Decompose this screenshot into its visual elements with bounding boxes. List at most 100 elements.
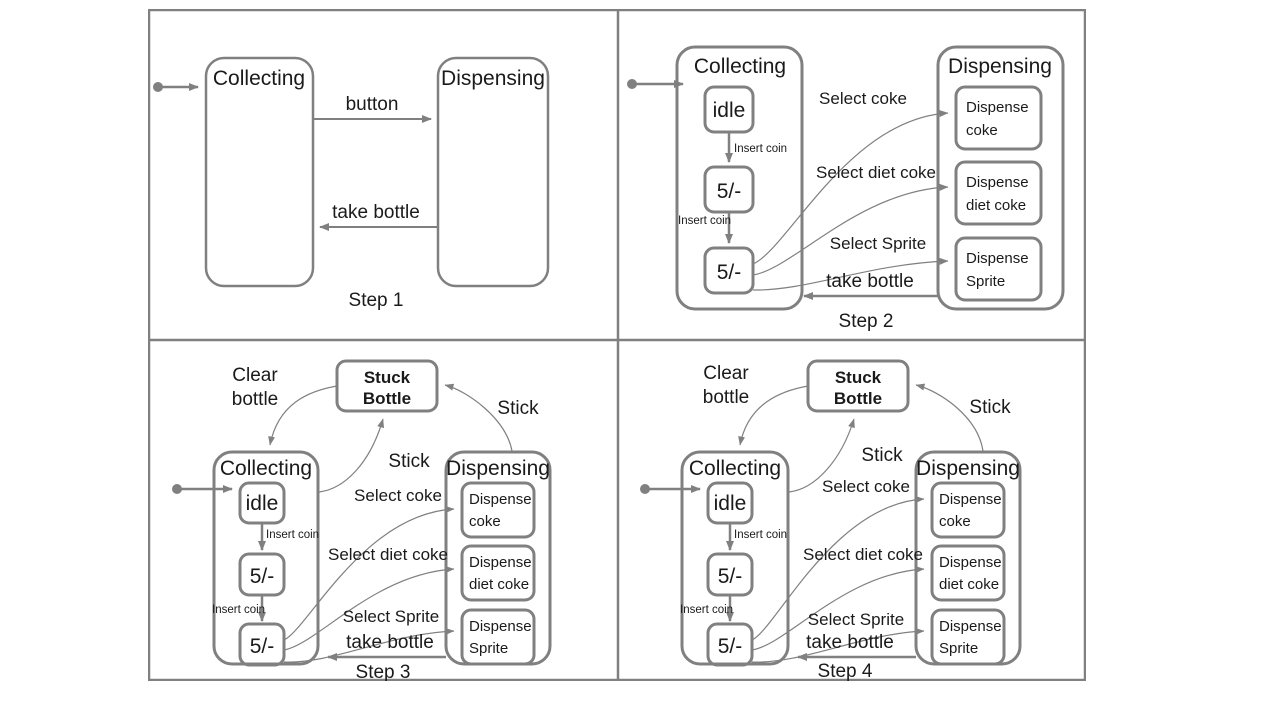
substate-dispense-coke-step3[interactable] [460,481,536,539]
transition-select-sprite-label-step3: Select Sprite [343,607,439,626]
substate-dispense-diet-coke-label2-step3: diet coke [469,576,529,593]
substate-five-2-step4[interactable] [706,622,754,667]
panel-step1: Collecting Dispensing button take bottle… [153,56,550,311]
state-stuck-bottle-label1-step4: Stuck [835,368,882,387]
transition-select-diet-coke-label-step3: Select diet coke [328,545,448,564]
transition-take-bottle-step2: take bottle [803,271,938,300]
state-stuck-bottle-label2-step4: Bottle [834,389,882,408]
state-stuck-bottle-label1-step3: Stuck [364,368,411,387]
substate-five-2-step3[interactable] [238,622,286,667]
transition-select-coke-step2: Select coke [752,89,949,265]
state-collecting-step1[interactable] [204,56,315,288]
state-dispensing-label: Dispensing [441,67,545,90]
substate-dispense-diet-coke-label-step3: Dispense [469,554,532,571]
transition-stick-collecting-label-step4: Stick [861,445,903,466]
substate-dispense-coke-step4[interactable] [930,481,1006,539]
substate-five-2-step2[interactable] [703,246,755,295]
initial-state-marker-step4 [640,484,701,494]
substate-dispense-sprite-label-step4: Dispense [939,618,1002,635]
substate-dispense-diet-coke-step4[interactable] [930,544,1006,602]
transition-clear-bottle-step3: Clear bottle [232,365,338,446]
transition-take-bottle-label-step3: take bottle [346,632,434,653]
substate-dispense-coke-label-step3: Dispense [469,491,532,508]
substate-dispense-diet-coke-label-step4: Dispense [939,554,1002,571]
state-collecting-step2[interactable] [675,45,804,311]
state-dispensing-step2[interactable] [936,45,1065,311]
transition-button-label: button [346,94,399,115]
substate-dispense-diet-coke-step3[interactable] [460,544,536,602]
diagram-frame: Collecting Dispensing button take bottle… [148,9,1086,681]
substate-dispense-coke-label2-step2: coke [966,122,998,139]
transition-select-coke-step3: Select coke [283,486,455,641]
substate-dispense-diet-coke-label2-step4: diet coke [939,576,999,593]
panel-grid [148,9,1086,681]
transition-stick-collecting-step4: Stick [788,418,903,493]
transition-stick-dispensing-step4: Stick [915,383,1011,452]
panel-step2: Collecting idle Insert coin 5/- Insert c… [627,45,1065,332]
substate-five-2-label-step4: 5/- [718,635,743,658]
transition-insert-coin-1-label-step2: Insert coin [734,143,787,155]
transition-insert-coin-1-label-step3: Insert coin [266,529,319,541]
transition-insert-coin-2-label-step4: Insert coin [680,604,733,616]
transition-take-bottle-label: take bottle [332,202,420,223]
step-label-1: Step 1 [349,290,404,311]
transition-select-diet-coke-step3: Select diet coke [283,545,455,651]
substate-dispense-sprite-step2[interactable] [954,236,1043,302]
transition-stick-collecting-label-step3: Stick [388,451,430,472]
substate-idle-label-step2: idle [713,99,746,122]
substate-dispense-sprite-step4[interactable] [930,608,1006,666]
transition-select-coke-step4: Select coke [751,477,925,641]
state-collecting-label: Collecting [213,67,305,90]
substate-dispense-coke-label2-step3: coke [469,513,501,530]
transition-select-diet-coke-label-step4: Select diet coke [803,545,923,564]
substate-dispense-sprite-step3[interactable] [460,608,536,666]
transition-button: button [313,94,432,123]
substate-five-2-label-step3: 5/- [250,635,275,658]
transition-select-sprite-step4: Select Sprite [751,610,925,663]
transition-insert-coin-2-label-step3: Insert coin [212,604,265,616]
state-collecting-label-step3: Collecting [220,457,312,480]
substate-dispense-sprite-label-step3: Dispense [469,618,532,635]
transition-clear-bottle-step4: Clear bottle [703,363,809,446]
transition-select-coke-label-step4: Select coke [822,477,910,496]
substate-five-1-label-step3: 5/- [250,565,275,588]
transition-take-bottle-step1: take bottle [319,202,438,231]
transition-select-diet-coke-step2: Select diet coke [752,163,949,276]
step-label-2: Step 2 [839,311,894,332]
substate-dispense-diet-coke-label-step2: Dispense [966,174,1029,191]
transition-stick-collecting-step3: Stick [318,418,430,493]
transition-take-bottle-step3: take bottle [327,632,446,661]
panel-step4: Stuck Bottle Clear bottle Stick Stick [640,359,1022,681]
transition-clear-bottle-label2-step3: bottle [232,389,278,410]
substate-dispense-coke-label-step4: Dispense [939,491,1002,508]
substate-dispense-sprite-label-step2: Dispense [966,250,1029,267]
substate-five-2-label-step2: 5/- [717,261,742,284]
step-label-3: Step 3 [356,662,411,681]
substate-idle-label-step3: idle [246,492,279,515]
transition-stick-dispensing-label-step3: Stick [497,398,539,419]
substate-dispense-sprite-label2-step2: Sprite [966,273,1005,290]
state-dispensing-label-step4: Dispensing [916,457,1020,480]
transition-take-bottle-label-step4: take bottle [806,632,894,653]
transition-stick-dispensing-label-step4: Stick [969,397,1011,418]
transition-clear-bottle-label1-step3: Clear [232,365,278,386]
transition-select-sprite-step2: Select Sprite [752,234,949,291]
initial-state-marker-step1 [153,82,199,92]
substate-dispense-sprite-label2-step3: Sprite [469,640,508,657]
state-stuck-bottle-label2-step3: Bottle [363,389,411,408]
transition-take-bottle-label-step2: take bottle [826,271,914,292]
substate-dispense-diet-coke-step2[interactable] [954,160,1043,226]
initial-state-marker-step3 [172,484,233,494]
transition-select-coke-label-step3: Select coke [354,486,442,505]
substate-dispense-coke-label2-step4: coke [939,513,971,530]
state-dispensing-step1[interactable] [436,56,550,288]
transition-select-diet-coke-label-step2: Select diet coke [816,163,936,182]
state-collecting-label-step2: Collecting [694,55,786,78]
state-dispensing-label-step3: Dispensing [446,457,550,480]
step-label-4: Step 4 [818,661,873,681]
transition-insert-coin-1-label-step4: Insert coin [734,529,787,541]
transition-select-sprite-step3: Select Sprite [283,607,455,663]
initial-state-marker-step2 [627,79,684,89]
substate-dispense-coke-step2[interactable] [954,85,1043,151]
